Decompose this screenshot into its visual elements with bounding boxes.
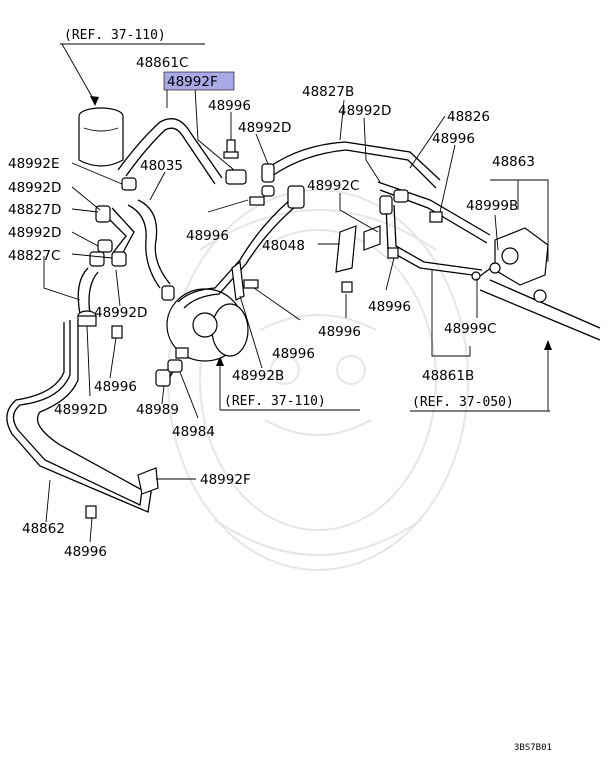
- label-48996-d[interactable]: 48996: [368, 299, 411, 315]
- steering-gear: [479, 227, 601, 341]
- label-48035[interactable]: 48035: [140, 158, 183, 174]
- label-48861C[interactable]: 48861C: [136, 55, 188, 71]
- label-48999C[interactable]: 48999C: [444, 321, 496, 337]
- reservoir-tank: [78, 107, 124, 167]
- label-48996-g[interactable]: 48996: [94, 379, 137, 395]
- clamps: [77, 163, 501, 495]
- drawing-code: 3BS7B01: [514, 743, 552, 753]
- hose-pipes: [6, 118, 496, 513]
- label-48996-e[interactable]: 48996: [318, 324, 361, 340]
- label-48992D-e[interactable]: 48992D: [94, 305, 147, 321]
- label-48992D-c[interactable]: 48992D: [8, 180, 61, 196]
- ref-right-box: (REF. 37-050): [410, 340, 552, 412]
- label-48992F-b[interactable]: 48992F: [200, 472, 251, 488]
- label-48996-b[interactable]: 48996: [432, 131, 475, 147]
- part-labels: 48861C 48992F 48996 48992D 48827B 48992D…: [8, 55, 535, 560]
- label-48992D-f[interactable]: 48992D: [54, 402, 107, 418]
- label-48996-f[interactable]: 48996: [272, 346, 315, 362]
- label-48861B[interactable]: 48861B: [422, 368, 474, 384]
- label-48992B[interactable]: 48992B: [232, 368, 284, 384]
- label-48827D[interactable]: 48827D: [8, 202, 61, 218]
- label-48827C[interactable]: 48827C: [8, 248, 60, 264]
- label-48992D-b[interactable]: 48992D: [338, 103, 391, 119]
- ref-mid-text: (REF. 37-110): [224, 394, 326, 409]
- label-48048[interactable]: 48048: [262, 238, 305, 254]
- label-48862[interactable]: 48862: [22, 521, 65, 537]
- label-48996-a[interactable]: 48996: [208, 98, 251, 114]
- label-48992D-a[interactable]: 48992D: [238, 120, 291, 136]
- label-48992E[interactable]: 48992E: [8, 156, 59, 172]
- label-48999B[interactable]: 48999B: [466, 198, 518, 214]
- label-48996-c[interactable]: 48996: [186, 228, 229, 244]
- label-48992D-d[interactable]: 48992D: [8, 225, 61, 241]
- ref-mid-box: (REF. 37-110): [216, 356, 360, 411]
- label-48863[interactable]: 48863: [492, 154, 535, 170]
- bolts: [85, 139, 443, 519]
- leader-lines: [43, 87, 549, 543]
- label-48827B[interactable]: 48827B: [302, 84, 354, 100]
- label-48826[interactable]: 48826: [447, 109, 490, 125]
- label-48996-h[interactable]: 48996: [64, 544, 107, 560]
- label-48984[interactable]: 48984: [172, 424, 215, 440]
- watermark-emblem: [167, 189, 469, 571]
- ref-top-box: (REF. 37-110): [60, 28, 205, 106]
- ref-right-text: (REF. 37-050): [412, 395, 514, 410]
- label-48992C[interactable]: 48992C: [307, 178, 359, 194]
- label-48992F-highlighted[interactable]: 48992F: [167, 74, 218, 90]
- highlight-box: [163, 71, 235, 91]
- label-48989[interactable]: 48989: [136, 402, 179, 418]
- ref-top-text: (REF. 37-110): [64, 28, 166, 43]
